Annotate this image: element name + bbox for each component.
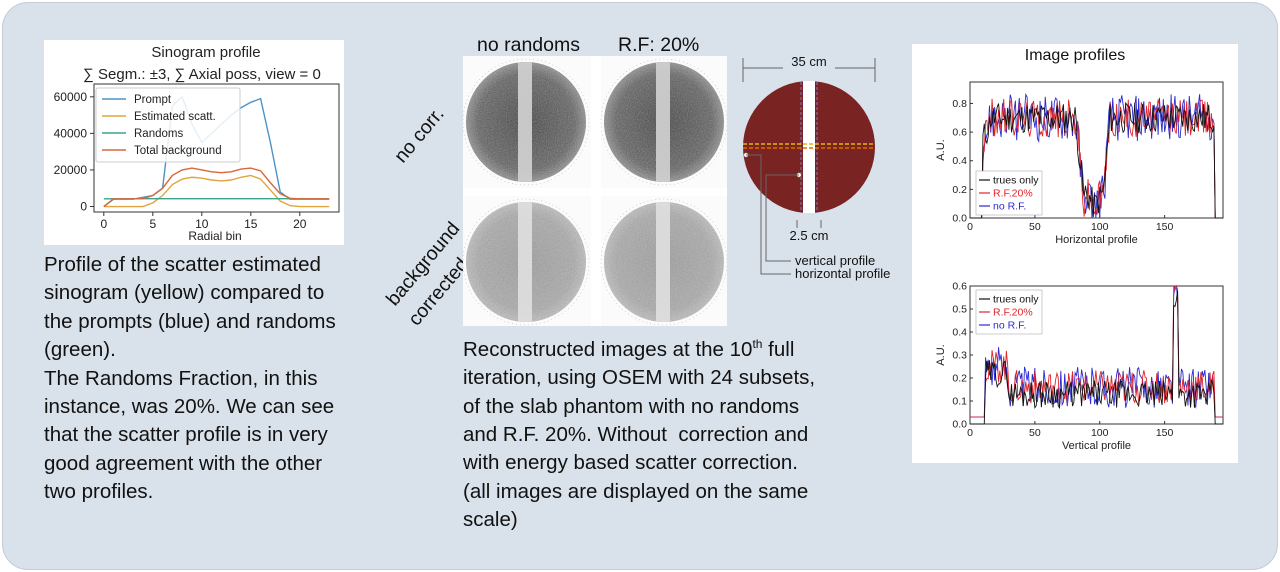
recon-caption-line-1b: full [762,337,795,361]
vprof-legend-label: R.F.20% [993,307,1033,319]
sinogram-legend-label: Estimated scatt. [134,111,216,123]
hprof-ytick-label: 0.8 [952,98,967,110]
recon-ring [462,198,590,326]
recon-slab [518,202,532,322]
vprof-series-line [970,290,1223,425]
sinogram-legend [95,87,241,163]
hprof-xlabel: Horizontal profile [1055,234,1138,246]
vertical-profile-label: vertical profile [795,253,875,268]
hprof-legend-label: no R.F. [993,201,1026,213]
recon-caption-line-2: iteration, using OSEM with 24 subsets, [463,366,816,390]
recon-caption-line-7: scale) [463,508,518,532]
sinogram-title: Sinogram profile [151,44,260,61]
sinogram-legend-label: Prompt [134,94,172,106]
sinogram-chart: Sinogram profile ∑ Segm.: ±3, ∑ Axial po… [54,44,340,243]
sinogram-subtitle: ∑ Segm.: ±3, ∑ Axial poss, view = 0 [83,66,321,83]
col-label-no-randoms: no randoms [477,34,580,56]
recon-slab [518,62,532,182]
col-label-rf20: R.F: 20% [618,34,700,56]
vprof-xtick-label: 100 [1091,427,1109,439]
vprof-ytick-label: 0.5 [952,304,967,316]
vprof-xtick-label: 150 [1156,427,1174,439]
sinogram-xtick-label: 15 [244,217,258,231]
recon-caption-line-1: Reconstructed images at the 10 [463,337,753,361]
hprof-xtick-label: 0 [967,221,973,233]
hprof-xtick-label: 150 [1156,221,1174,233]
sinogram-xtick-label: 5 [149,217,156,231]
sinogram-ytick-label: 0 [80,200,87,214]
sinogram-xtick-label: 0 [100,217,107,231]
hprof-legend-label: R.F.20% [993,188,1033,200]
sinogram-ytick-label: 20000 [54,163,88,177]
hprof-legend-label: trues only [993,175,1039,187]
vprof-ytick-label: 0.2 [952,373,967,385]
vprof-xlabel: Vertical profile [1062,440,1131,452]
vprof-xtick-label: 50 [1029,427,1041,439]
recon-caption-line-3: of the slab phantom with no randoms [463,394,800,418]
sinogram-legend-label: Total background [134,145,222,157]
recon-caption-sup: th [752,337,763,351]
sinogram-series-line [103,174,330,208]
recon-slab [656,62,670,182]
sinogram-xtick-label: 10 [195,217,209,231]
sinogram-xtick-label: 20 [293,217,307,231]
sinogram-caption: Profile of the scatter estimated sinogra… [44,253,336,504]
vprof-ytick-label: 0.0 [952,419,967,431]
hprof-xtick-label: 100 [1091,221,1109,233]
sinogram-ytick-label: 60000 [54,90,88,104]
hprof-series-line [970,98,1223,219]
image-profiles-title: Image profiles [1024,47,1126,64]
hprof-ylabel: A.U. [935,139,947,160]
recon-caption: Reconstructed images at the 10th full it… [463,330,815,535]
recon-images [462,56,729,328]
recon-caption-line-4: and R.F. 20%. Without correction and [463,423,809,447]
vprof-ytick-label: 0.6 [952,281,967,293]
sinogram-chart-area: Sinogram profile ∑ Segm.: ±3, ∑ Axial po… [44,40,344,245]
recon-caption-line-5: with energy based scatter correction. [463,451,798,475]
recon-grid [462,56,729,328]
vprof-ytick-label: 0.4 [952,327,967,339]
vprof-ytick-label: 0.3 [952,350,967,362]
horizontal-profile-label: horizontal profile [795,266,890,281]
hprof-ytick-label: 0.6 [952,127,967,139]
sinogram-legend-label: Randoms [134,128,183,140]
vprof-ytick-label: 0.1 [952,396,967,408]
vprof-legend-label: no R.F. [993,320,1026,332]
vprof-ylabel: A.U. [935,344,947,365]
recon-ring [462,58,590,186]
phantom-svg: 35 cm 2.5 cm vertical profile horizontal… [742,54,890,281]
vprof-xtick-label: 0 [967,427,973,439]
phantom-diagram: 35 cm 2.5 cm vertical profile horizontal… [735,48,910,288]
hprof-ytick-label: 0.2 [952,184,967,196]
phantom-width-label: 35 cm [791,54,826,69]
hprof-series-line [970,101,1223,219]
sinogram-series-line [103,167,330,208]
sinogram-ytick-label: 40000 [54,126,88,140]
sinogram-xlabel: Radial bin [188,229,241,243]
hprof-xtick-label: 50 [1029,221,1041,233]
hprof-ytick-label: 0.0 [952,213,967,225]
hprof-ytick-label: 0.4 [952,155,967,167]
phantom-slab-label: 2.5 cm [789,228,828,243]
phantom-slab [803,81,815,213]
vprof-legend-label: trues only [993,294,1039,306]
sinogram-frame [93,83,340,213]
recon-slab [656,202,670,322]
recon-caption-line-6: (all images are displayed on the same [463,479,809,503]
